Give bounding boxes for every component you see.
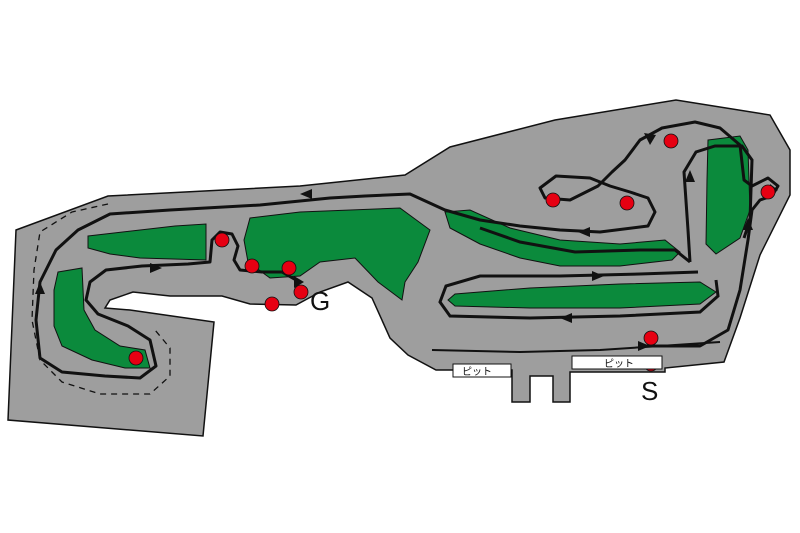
arrow-4 bbox=[560, 313, 572, 323]
arrow-11 bbox=[294, 276, 304, 288]
goal-label: G bbox=[310, 286, 330, 316]
arrow-10 bbox=[638, 341, 650, 351]
pit-label-left: ピット bbox=[462, 366, 492, 378]
checkpoint-marker bbox=[293, 284, 309, 300]
arrow-2 bbox=[150, 263, 162, 273]
pit-box-right: ピット bbox=[571, 355, 663, 370]
pit-box-left-frame bbox=[452, 363, 512, 378]
grass-right-lower bbox=[447, 281, 717, 309]
checkpoint-marker bbox=[643, 330, 659, 346]
checkpoint-marker bbox=[244, 258, 260, 274]
checkpoint-marker bbox=[214, 232, 230, 248]
checkpoint-markers bbox=[128, 133, 776, 372]
dashed-course bbox=[31, 203, 171, 395]
arrow-8 bbox=[644, 133, 656, 145]
checkpoint-marker bbox=[281, 260, 297, 276]
grass-right-vertical bbox=[705, 135, 751, 255]
arrow-6 bbox=[578, 227, 590, 237]
pit-box-left: ピット bbox=[452, 363, 512, 378]
track-inner-loop-a bbox=[682, 144, 754, 263]
checkpoint-marker bbox=[128, 350, 144, 366]
checkpoint-marker bbox=[264, 296, 280, 312]
grass-areas bbox=[53, 135, 751, 369]
checkpoint-marker bbox=[663, 133, 679, 149]
arrow-1 bbox=[300, 189, 312, 199]
checkpoint-marker bbox=[760, 184, 776, 200]
arrow-3 bbox=[35, 282, 45, 294]
track-line bbox=[34, 120, 780, 380]
track-inner-loop-c bbox=[479, 226, 691, 264]
track-pit-straight bbox=[431, 341, 721, 354]
direction-arrows bbox=[35, 133, 778, 351]
arrow-7 bbox=[685, 170, 695, 182]
grass-left-upper bbox=[87, 223, 207, 261]
checkpoint-marker bbox=[545, 192, 561, 208]
checkpoint-marker bbox=[619, 195, 635, 211]
track-inner-loop-b bbox=[438, 270, 720, 320]
start-label: S bbox=[641, 376, 658, 406]
pit-label-right: ピット bbox=[604, 358, 634, 370]
arrow-9 bbox=[743, 218, 753, 230]
pit-box-right-frame bbox=[571, 355, 663, 370]
arrow-5 bbox=[592, 271, 604, 281]
grass-left-lower bbox=[53, 267, 151, 369]
